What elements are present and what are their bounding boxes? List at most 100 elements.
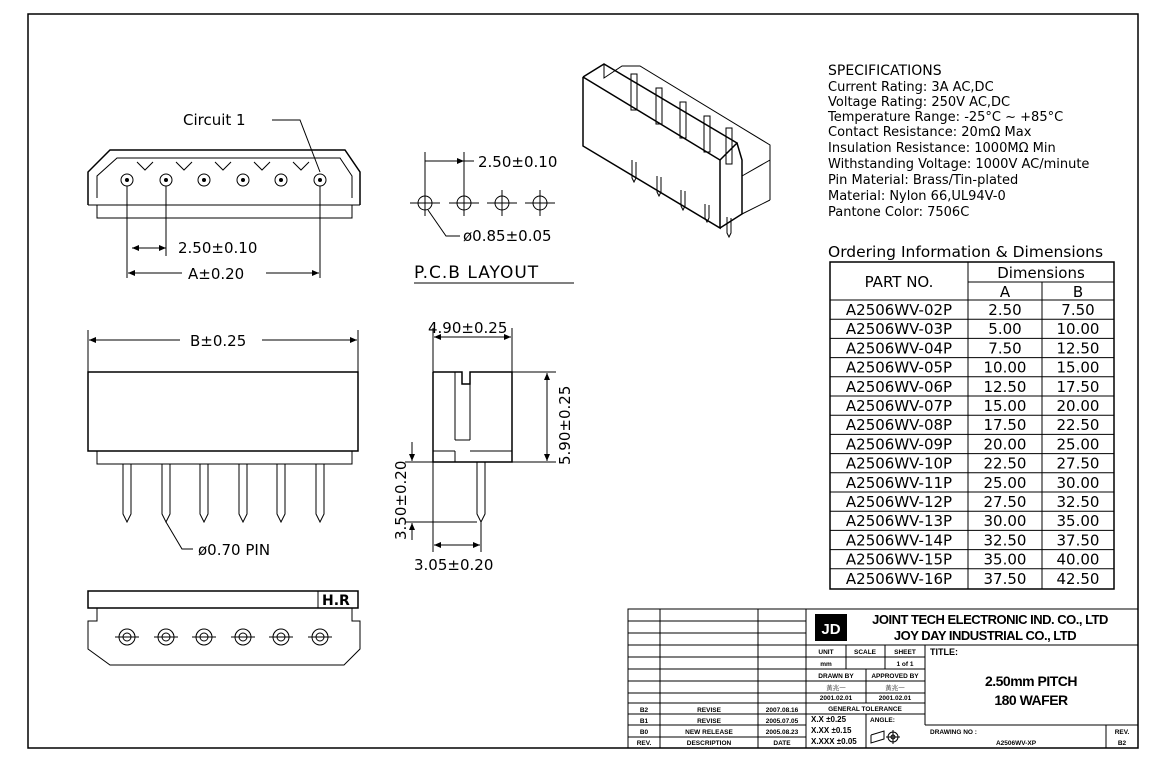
rev-row-rev: B0 (640, 729, 649, 736)
dim-a-cell: 25.00 (984, 474, 1027, 492)
part-no-cell: A2506WV-14P (846, 531, 952, 549)
part-no-cell: A2506WV-06P (846, 378, 952, 396)
drawn-by-label: DRAWN BY (818, 673, 854, 680)
approved-date: 2001.02.01 (879, 695, 912, 702)
title-block: B2 REVISE 2007.08.16 B1 REVISE 2005.07.0… (627, 608, 1139, 749)
dim-a-cell: 22.50 (984, 455, 1027, 473)
angle-label: ANGLE: (870, 717, 895, 724)
dim-b-cell: 32.50 (1057, 493, 1100, 511)
spec-line: Pin Material: Brass/Tin-plated (828, 173, 1018, 188)
drawn-by-name: 黃兆一 (826, 683, 846, 692)
company-name-1: JOINT TECH ELECTRONIC IND. CO., LTD (872, 612, 1108, 627)
col-dimensions: Dimensions (997, 264, 1085, 282)
tolerance-3: X.XXX ±0.05 (811, 737, 857, 746)
approved-by-label: APPROVED BY (871, 673, 919, 680)
part-no-cell: A2506WV-09P (846, 435, 952, 453)
part-no-cell: A2506WV-08P (846, 416, 952, 434)
rev-row-date: 2007.08.16 (766, 707, 799, 714)
svg-text:JD: JD (821, 621, 840, 638)
dim-a-cell: 32.50 (984, 531, 1027, 549)
dim-b-cell: 20.00 (1057, 397, 1100, 415)
top-view: Circuit 1 2.50±0.10 A±0.20 (87, 111, 361, 283)
dim-a-cell: 27.50 (984, 493, 1027, 511)
dim-a-cell: 37.50 (984, 570, 1027, 588)
side-view: 4.90±0.25 5.90±0.25 3.50±0.20 3.05±0.20 (392, 319, 574, 574)
dim-a-cell: 30.00 (984, 512, 1027, 530)
approved-by-name: 黃兆一 (885, 683, 905, 692)
col-part-no: PART NO. (865, 273, 934, 291)
spec-line: Contact Resistance: 20mΩ Max (828, 125, 1032, 140)
side-width-dim: 4.90±0.25 (428, 319, 507, 337)
drawing-no: A2506WV-XP (996, 740, 1037, 747)
rev-row-date: 2005.07.05 (766, 718, 799, 725)
front-view-pins (122, 464, 325, 524)
part-no-cell: A2506WV-03P (846, 320, 952, 338)
col-b: B (1073, 283, 1083, 301)
pcb-pitch-dim: 2.50±0.10 (478, 153, 557, 171)
tolerance-2: X.XX ±0.15 (811, 726, 852, 735)
unit-label: UNIT (818, 649, 833, 656)
rev-row-desc: REVISE (697, 707, 722, 714)
dim-b-cell: 10.00 (1057, 320, 1100, 338)
spec-line: Temperature Range: -25°C ~ +85°C (827, 110, 1063, 125)
title-line-2: 180 WAFER (994, 692, 1068, 708)
rev-row-date: 2005.08.23 (766, 729, 799, 736)
dim-a-cell: 12.50 (984, 378, 1027, 396)
dim-b-cell: 15.00 (1057, 359, 1100, 377)
part-no-cell: A2506WV-07P (846, 397, 952, 415)
ordering-heading: Ordering Information & Dimensions (828, 243, 1103, 261)
part-no-cell: A2506WV-13P (846, 512, 952, 530)
tolerance-1: X.X ±0.25 (811, 715, 847, 724)
pcb-holes (410, 190, 555, 216)
rev-header-date: DATE (773, 740, 791, 747)
sheet-border (27, 13, 1139, 749)
spec-heading: SPECIFICATIONS (828, 63, 942, 79)
company-name-2: JOY DAY INDUSTRIAL CO., LTD (894, 628, 1076, 643)
rev-row-desc: REVISE (697, 718, 722, 725)
dim-a-cell: 17.50 (984, 416, 1027, 434)
side-offset-dim: 3.05±0.20 (414, 556, 493, 574)
dim-a-cell: 7.50 (988, 339, 1021, 357)
pcb-hole-dim: ø0.85±0.05 (463, 227, 552, 245)
general-tolerance: GENERAL TOLERANCE (828, 706, 902, 713)
table-row: A2506WV-10P 22.50 27.50 (846, 455, 1100, 473)
rev-label: REV. (1115, 729, 1130, 736)
rev-header-desc: DESCRIPTION (687, 740, 732, 747)
front-b-dim: B±0.25 (190, 332, 246, 350)
unit-value: mm (820, 661, 832, 668)
part-no-cell: A2506WV-02P (846, 301, 952, 319)
spec-line: Voltage Rating: 250V AC,DC (828, 95, 1010, 110)
spec-line: Pantone Color: 7506C (828, 205, 969, 220)
spec-line: Withstanding Voltage: 1000V AC/minute (828, 157, 1089, 172)
part-no-cell: A2506WV-11P (846, 474, 952, 492)
part-no-cell: A2506WV-10P (846, 455, 952, 473)
rev-row-rev: B1 (640, 718, 649, 725)
drawing-no-label: DRAWING NO : (930, 729, 977, 736)
sheet-value: 1 of 1 (897, 661, 914, 668)
projection-symbol (870, 730, 900, 744)
circuit-1-label: Circuit 1 (183, 111, 246, 129)
dim-b-cell: 27.50 (1057, 455, 1100, 473)
dim-b-cell: 40.00 (1057, 551, 1100, 569)
rev-row-rev: B2 (640, 707, 649, 714)
pcb-layout-title: P.C.B LAYOUT (414, 263, 539, 283)
dim-b-cell: 42.50 (1057, 570, 1100, 588)
isometric-view (582, 63, 771, 239)
top-pitch-dim: 2.50±0.10 (178, 239, 257, 257)
scale-label: SCALE (854, 649, 877, 656)
dim-b-cell: 12.50 (1057, 339, 1100, 357)
isometric-pins (630, 73, 733, 239)
part-no-cell: A2506WV-15P (846, 551, 952, 569)
spec-line: Current Rating: 3A AC,DC (828, 80, 994, 95)
